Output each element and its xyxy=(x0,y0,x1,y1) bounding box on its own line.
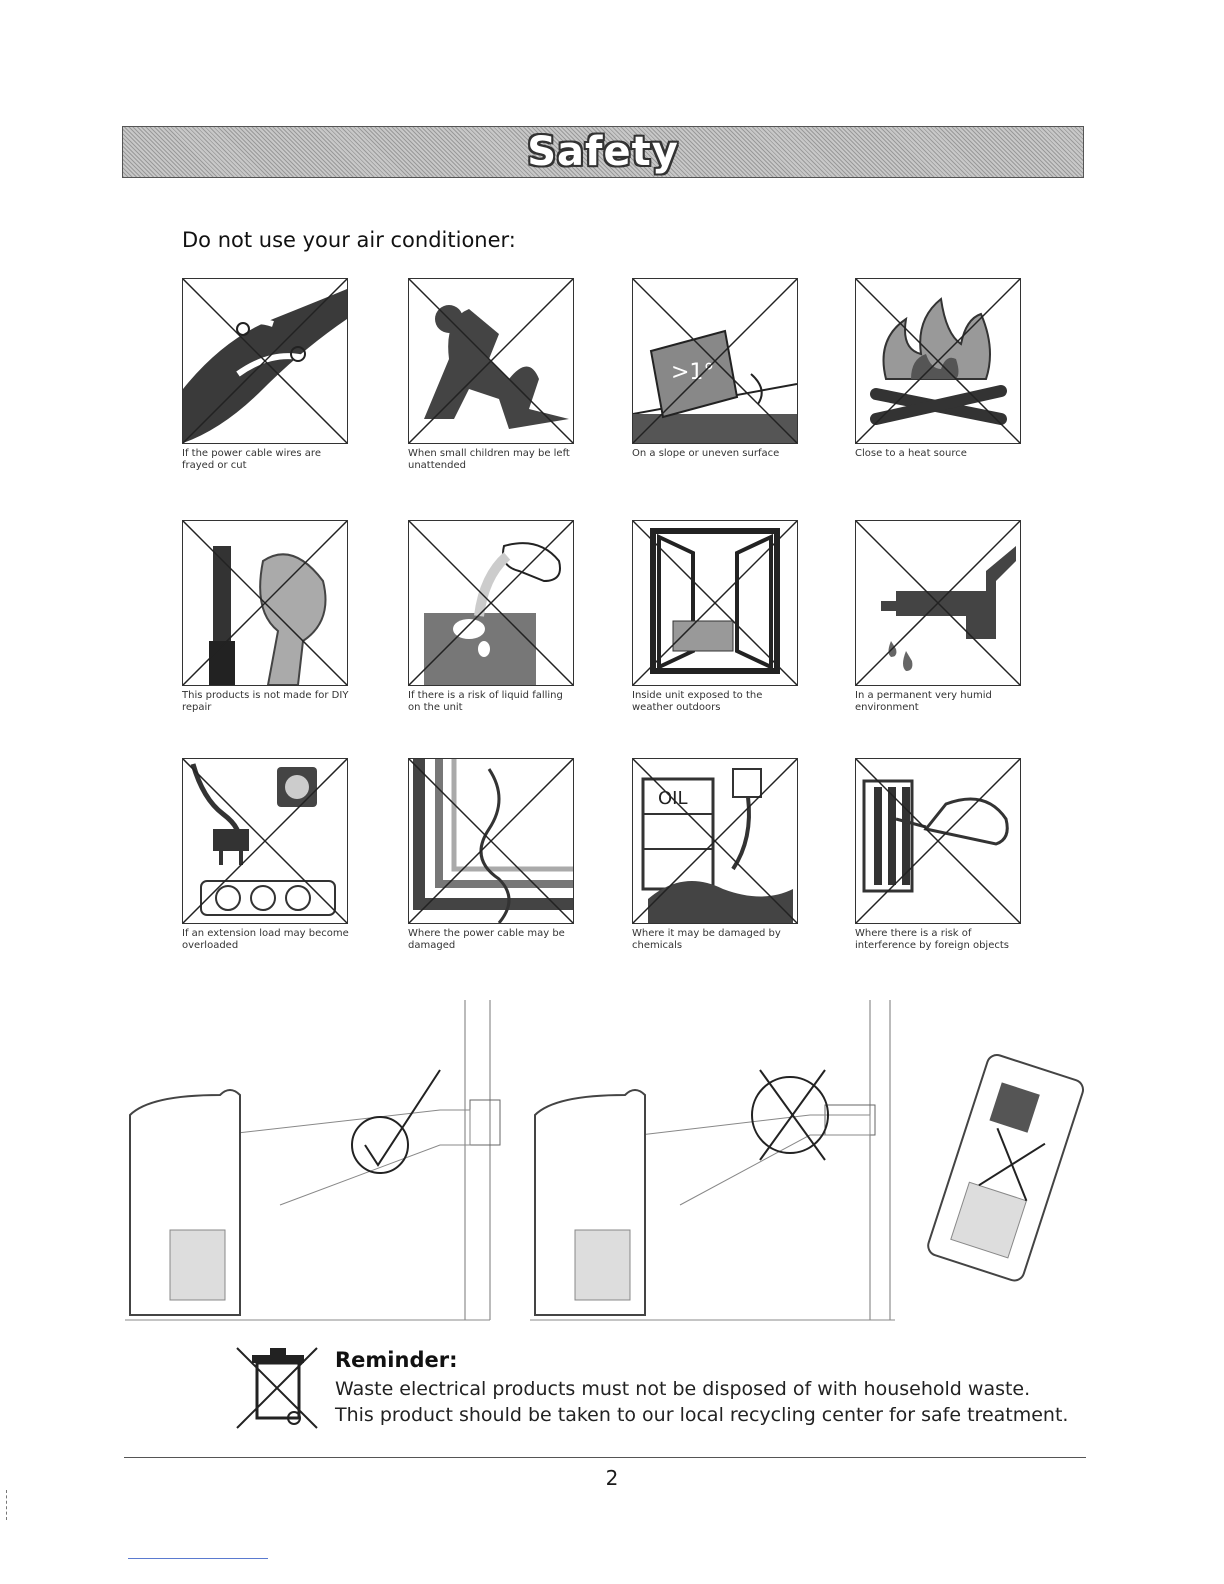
warning-caption: This products is not made for DIY repair xyxy=(182,690,349,713)
warning-card-children: When small children may be left unattend… xyxy=(408,278,578,472)
section-heading: Do not use your air conditioner: xyxy=(182,228,516,252)
warning-card-liquid: If there is a risk of liquid falling on … xyxy=(408,520,578,714)
reminder-line-1: Waste electrical products must not be di… xyxy=(335,1378,1031,1400)
correct-installation xyxy=(125,1000,501,1321)
installation-diagram xyxy=(125,1000,1085,1321)
margin-mark xyxy=(6,1490,7,1520)
safety-banner: Safety xyxy=(122,126,1084,178)
reminder-title: Reminder: xyxy=(335,1348,458,1372)
liquid-icon xyxy=(408,520,574,686)
child-icon xyxy=(408,278,574,444)
edge-line xyxy=(128,1558,268,1559)
tools-icon xyxy=(182,520,348,686)
warning-caption: Inside unit exposed to the weather outdo… xyxy=(632,690,763,713)
warning-card-frayed-cable: If the power cable wires are frayed or c… xyxy=(182,278,352,472)
warning-card-outdoor: Inside unit exposed to the weather outdo… xyxy=(632,520,802,714)
outdoor-window-icon xyxy=(632,520,798,686)
extension-plug-icon xyxy=(182,758,348,924)
oil-chemicals-icon: OIL xyxy=(632,758,798,924)
warning-card-chemicals: OIL Where it may be damaged by chemicals xyxy=(632,758,802,952)
crossed-bin-icon xyxy=(236,1347,318,1429)
fire-icon xyxy=(855,278,1021,444)
warning-card-diy: This products is not made for DIY repair xyxy=(182,520,352,714)
page-title: Safety xyxy=(527,129,679,175)
warning-caption: Where it may be damaged by chemicals xyxy=(632,928,781,951)
tilted-unit xyxy=(927,1054,1085,1282)
foreign-objects-icon xyxy=(855,758,1021,924)
svg-text:>1°: >1° xyxy=(671,360,714,385)
page-number: 2 xyxy=(605,1466,619,1490)
cable-damage-icon xyxy=(408,758,574,924)
warning-caption: In a permanent very humid environment xyxy=(855,690,992,713)
warning-card-cable-damage: Where the power cable may be damaged xyxy=(408,758,578,952)
warning-caption: When small children may be left unattend… xyxy=(408,448,570,471)
warning-caption: On a slope or uneven surface xyxy=(632,448,780,459)
warning-card-slope: >1° On a slope or uneven surface xyxy=(632,278,802,460)
warning-caption: If the power cable wires are frayed or c… xyxy=(182,448,321,471)
reminder-line-2: This product should be taken to our loca… xyxy=(335,1404,1069,1426)
warning-card-extension: If an extension load may become overload… xyxy=(182,758,352,952)
frayed-cable-icon xyxy=(182,278,348,444)
warning-caption: Close to a heat source xyxy=(855,448,967,459)
humid-tap-icon xyxy=(855,520,1021,686)
incorrect-installation xyxy=(530,1000,895,1321)
warning-caption: Where there is a risk of interference by… xyxy=(855,928,1009,951)
warning-card-humid: In a permanent very humid environment xyxy=(855,520,1025,714)
footer-rule xyxy=(124,1457,1086,1458)
warning-card-heat: Close to a heat source xyxy=(855,278,1025,460)
slope-icon: >1° xyxy=(632,278,798,444)
warning-caption: If there is a risk of liquid falling on … xyxy=(408,690,563,713)
warning-caption: Where the power cable may be damaged xyxy=(408,928,565,951)
warning-caption: If an extension load may become overload… xyxy=(182,928,349,951)
warning-card-foreign-objects: Where there is a risk of interference by… xyxy=(855,758,1025,952)
